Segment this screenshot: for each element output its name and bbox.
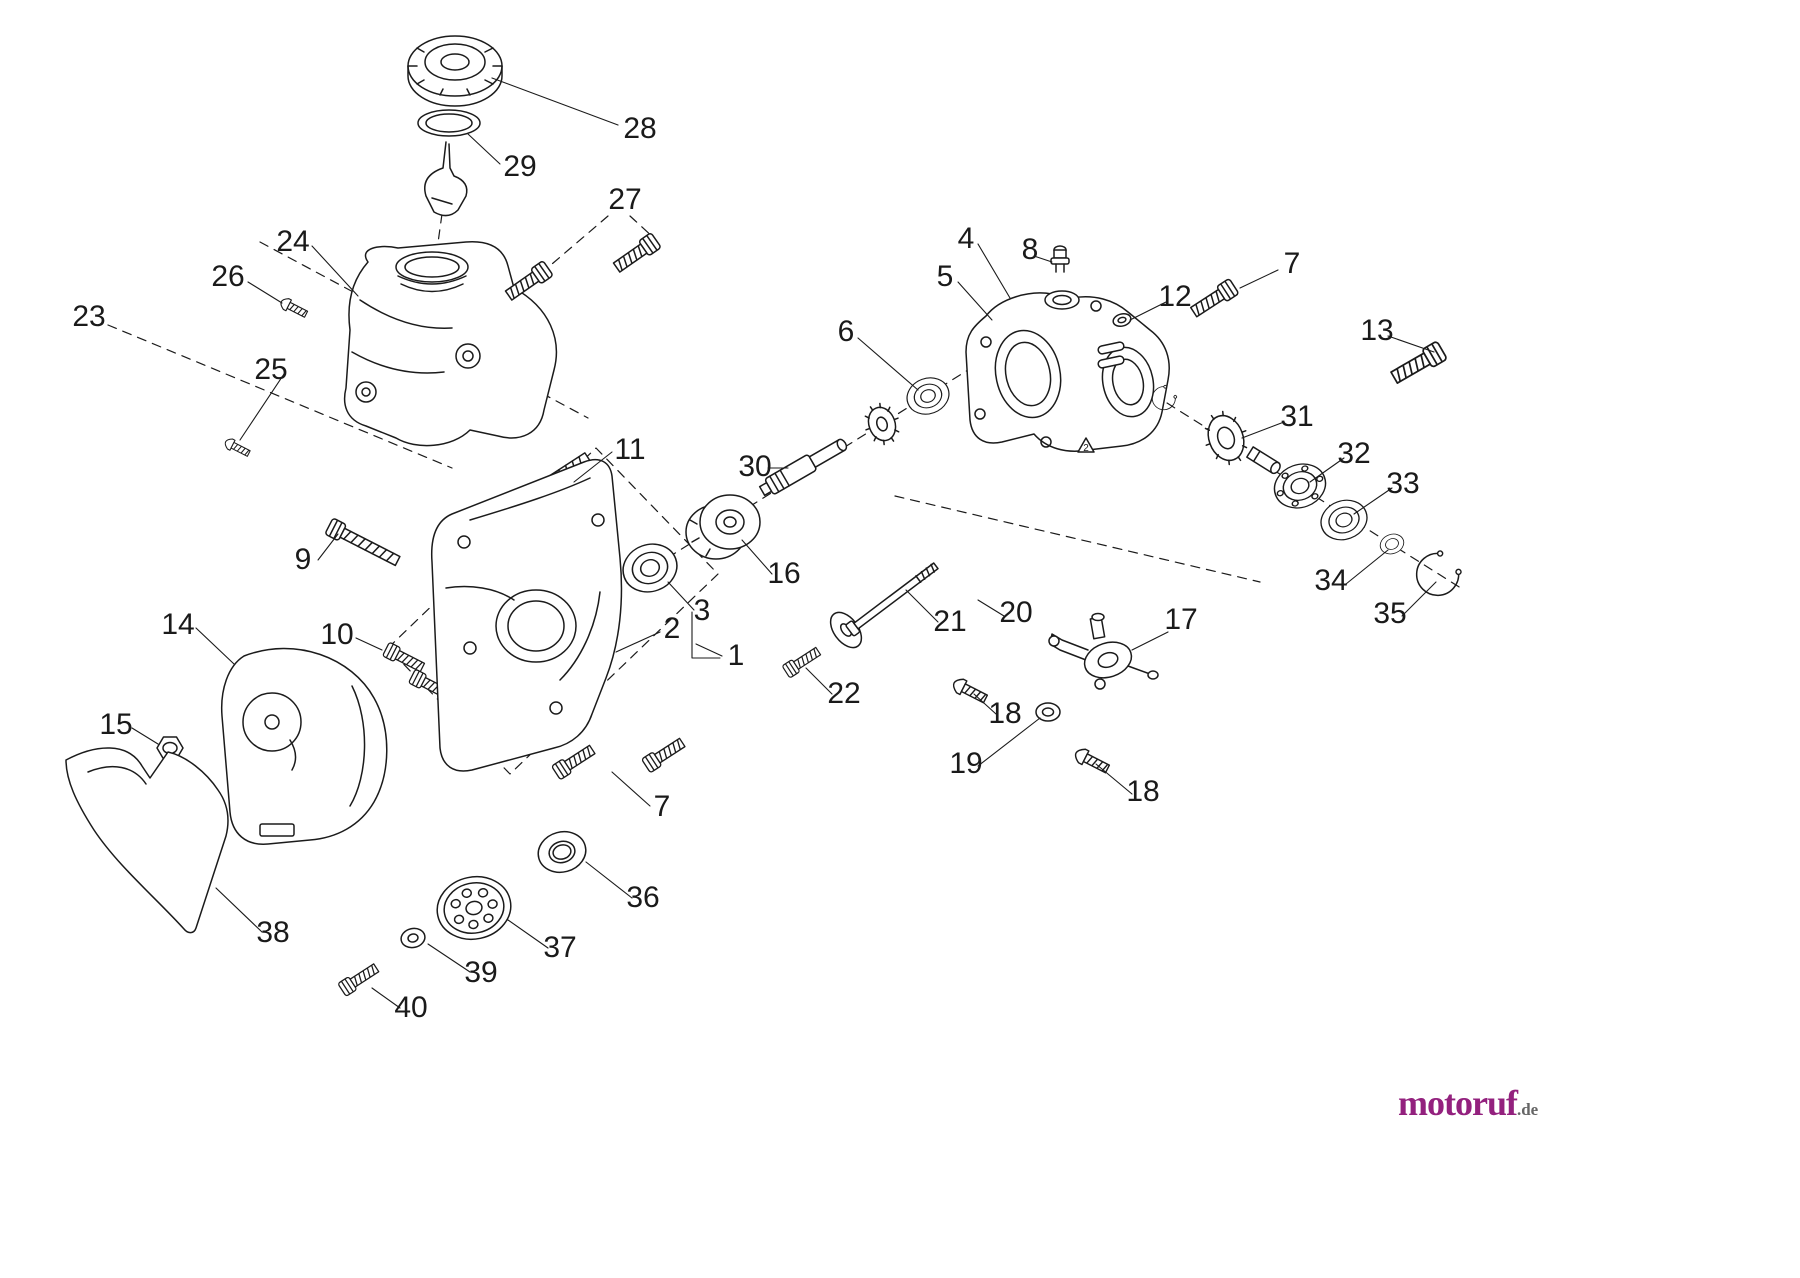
fuel-tank-part [343, 241, 558, 447]
callout-15: 15 [99, 708, 132, 741]
callout-13: 13 [1360, 314, 1393, 347]
oil-pump-17-part [1048, 612, 1159, 690]
callout-29: 29 [503, 150, 536, 183]
washer-12-part [1112, 313, 1132, 327]
callout-27: 27 [608, 183, 641, 216]
lever-plate-part [829, 611, 863, 649]
callout-7: 7 [654, 790, 671, 823]
callout-2: 2 [664, 612, 681, 645]
callout-34: 34 [1314, 564, 1347, 597]
screw-40-part [337, 960, 382, 998]
screw-7a-part [1188, 277, 1240, 321]
callout-10: 10 [320, 618, 353, 651]
callout-39: 39 [464, 956, 497, 989]
bearing-3-part [615, 535, 685, 601]
callout-17: 17 [1164, 603, 1197, 636]
gear-31-part [1204, 410, 1281, 475]
callout-23: 23 [72, 300, 105, 333]
callout-33: 33 [1386, 467, 1419, 500]
callout-21: 21 [933, 605, 966, 638]
screw-18a-part [949, 675, 990, 707]
callout-7: 7 [1284, 247, 1301, 280]
callout-18: 18 [988, 697, 1021, 730]
fuel-cap-part [407, 35, 503, 107]
logo-suffix: .de [1516, 1100, 1539, 1119]
callout-11: 11 [614, 433, 645, 466]
callout-1: 1 [728, 639, 745, 672]
snap-ring-35-part [1407, 545, 1467, 605]
screw-9-part [324, 517, 403, 570]
callout-4: 4 [958, 222, 975, 255]
callout-14: 14 [161, 608, 194, 641]
muffler-cover-14-part [220, 647, 388, 845]
screw-27b-part [610, 231, 662, 276]
callout-37: 37 [543, 931, 576, 964]
crankcase-plate-part [430, 458, 623, 772]
callout-5: 5 [937, 260, 954, 293]
screw-7d-part [640, 735, 688, 774]
bearing-mid-part [901, 371, 955, 421]
screw-13-part [1388, 340, 1449, 388]
screw-25-part [222, 436, 252, 460]
callout-32: 32 [1337, 437, 1370, 470]
washer-39-part [400, 927, 426, 949]
callout-12: 12 [1158, 280, 1191, 313]
callout-6: 6 [838, 315, 855, 348]
callout-25: 25 [254, 353, 287, 386]
clutch-drum-16-part [685, 494, 761, 560]
grommet-19-part [1035, 702, 1061, 722]
valve-8-part [1050, 245, 1070, 273]
callout-38: 38 [256, 916, 289, 949]
callout-28: 28 [623, 112, 656, 145]
cap-retainer-part [424, 141, 468, 217]
logo: motoruf.de [1398, 1082, 1538, 1124]
callout-31: 31 [1280, 400, 1313, 433]
callout-30: 30 [738, 450, 771, 483]
callout-9: 9 [295, 543, 312, 576]
callout-3: 3 [694, 594, 711, 627]
fitting-22-part [781, 644, 823, 679]
callout-18: 18 [1126, 775, 1159, 808]
callout-24: 24 [276, 225, 309, 258]
callout-26: 26 [211, 260, 244, 293]
callout-19: 19 [949, 747, 982, 780]
sprocket-37-part [436, 875, 512, 941]
washer-36-part [537, 830, 587, 874]
callout-20: 20 [999, 596, 1032, 629]
shaft-30-part [758, 438, 848, 497]
gear-6-part [864, 402, 900, 446]
warning-triangle-icon [1077, 437, 1095, 453]
gear-housing-part [965, 290, 1170, 453]
callout-22: 22 [827, 677, 860, 710]
screw-26-part [278, 295, 310, 321]
callout-35: 35 [1373, 597, 1406, 630]
bolt-21-part [845, 562, 939, 637]
screw-10a-part [381, 641, 427, 675]
callout-40: 40 [394, 991, 427, 1024]
warning-number: 2 [1083, 443, 1089, 454]
logo-text: motoruf [1398, 1083, 1518, 1123]
leader-lines [131, 77, 1437, 1009]
callout-36: 36 [626, 881, 659, 914]
washer-34-part [1376, 530, 1408, 558]
cap-gasket-part [417, 109, 481, 137]
chain-guard-38-part [65, 747, 229, 934]
callout-8: 8 [1022, 233, 1039, 266]
bearing-32-part [1267, 456, 1333, 516]
callout-16: 16 [767, 557, 800, 590]
screw-7c-part [550, 742, 598, 781]
